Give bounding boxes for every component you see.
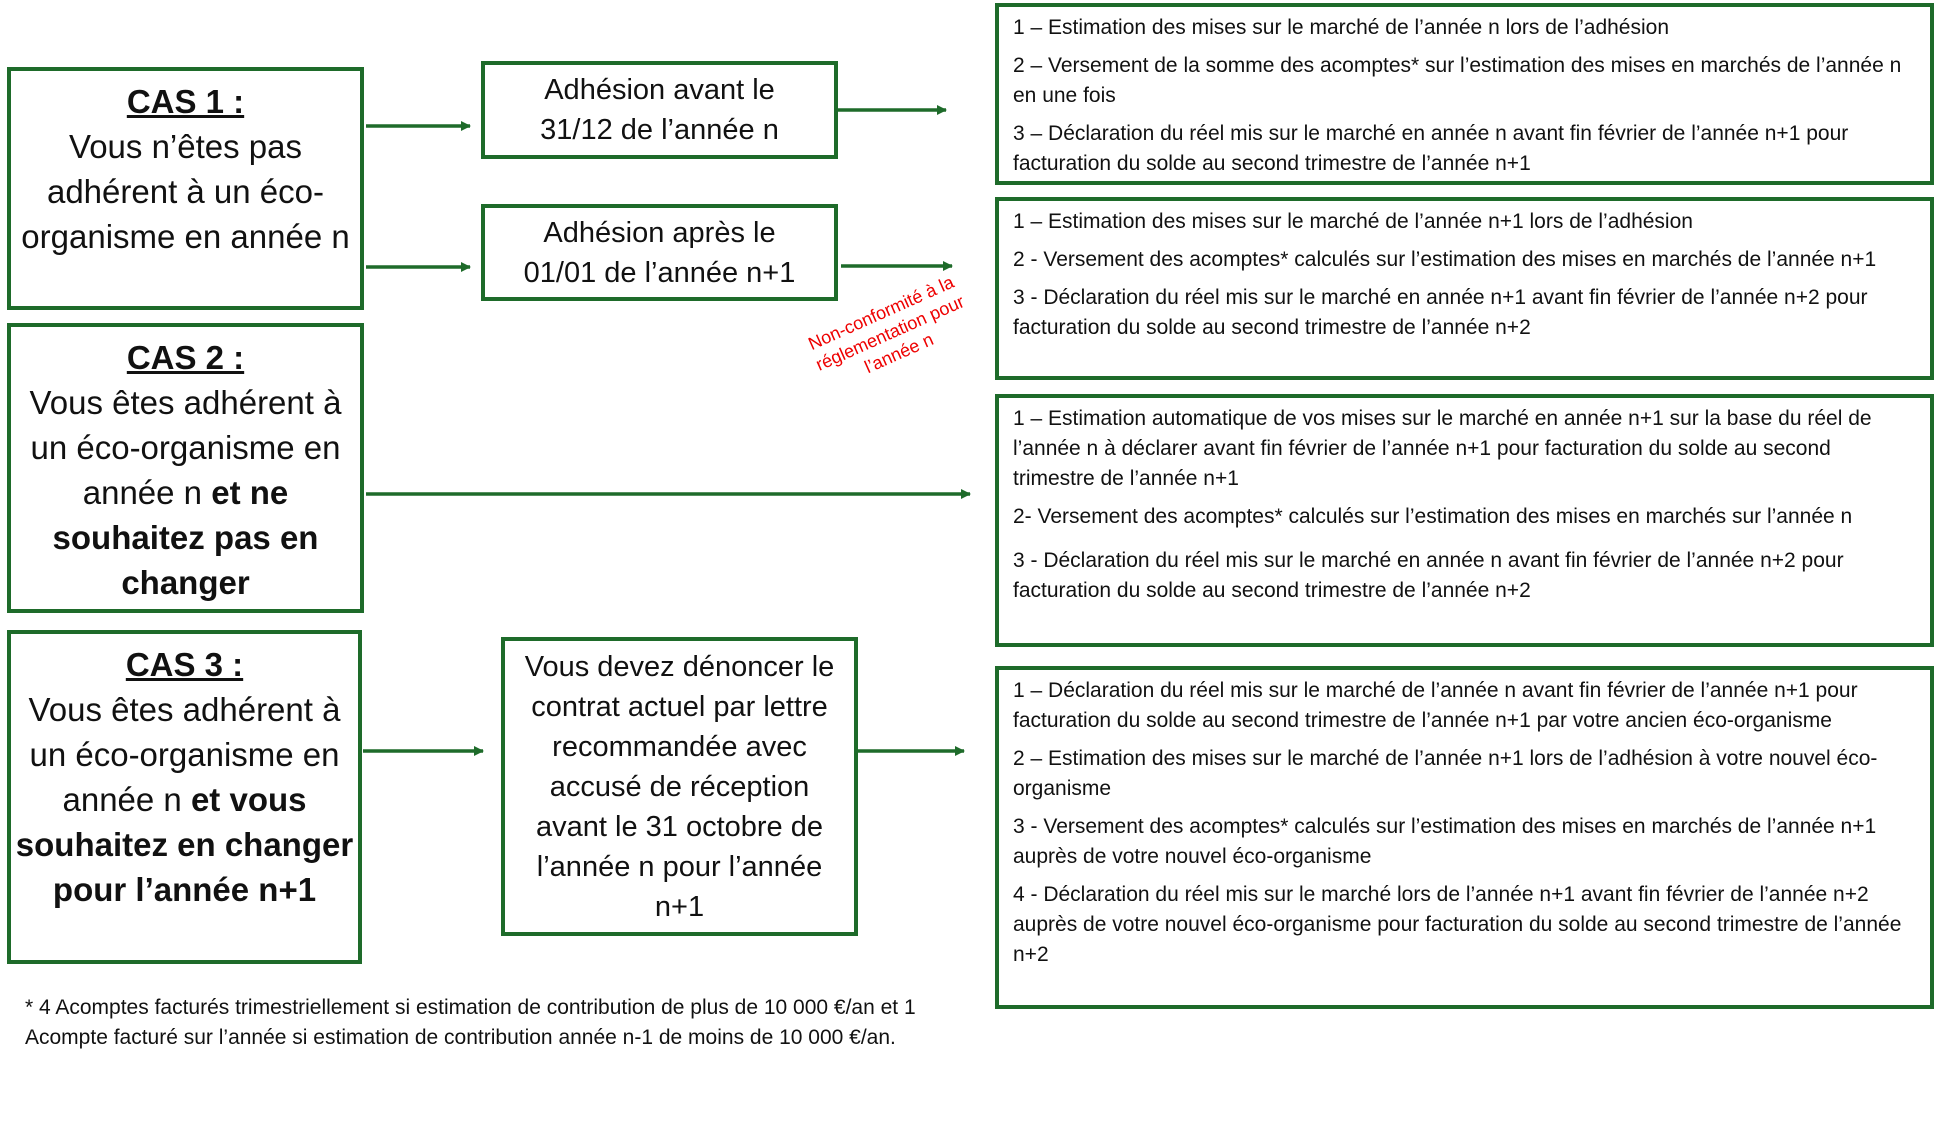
step: 1 – Estimation automatique de vos mises … bbox=[1013, 407, 1872, 490]
step: 1 – Estimation des mises sur le marché d… bbox=[1013, 16, 1670, 39]
adhesion-after-text: Adhésion après le 01/01 de l’année n+1 bbox=[523, 216, 796, 289]
case-2-text: Vous êtes adhérent à un éco-organisme en… bbox=[29, 384, 342, 511]
denounce-text: Vous devez dénoncer le contrat actuel pa… bbox=[524, 650, 835, 923]
case-3-box: CAS 3 : Vous êtes adhérent à un éco-orga… bbox=[7, 630, 362, 964]
adhesion-after-box: Adhésion après le 01/01 de l’année n+1 bbox=[481, 204, 838, 301]
case-2-bold: et ne souhaitez pas en changer bbox=[52, 474, 319, 601]
case-2-title: CAS 2 : bbox=[126, 339, 245, 376]
steps-box-2: 1 – Estimation des mises sur le marché d… bbox=[995, 197, 1934, 380]
steps-box-4: 1 – Déclaration du réel mis sur le march… bbox=[995, 666, 1934, 1009]
step: 2 - Versement des acomptes* calculés sur… bbox=[1013, 248, 1877, 271]
adhesion-before-box: Adhésion avant le 31/12 de l’année n bbox=[481, 61, 838, 159]
denounce-box: Vous devez dénoncer le contrat actuel pa… bbox=[501, 637, 858, 936]
steps-box-3: 1 – Estimation automatique de vos mises … bbox=[995, 394, 1934, 647]
step: 3 - Déclaration du réel mis sur le march… bbox=[1013, 549, 1844, 602]
step: 2 – Versement de la somme des acomptes* … bbox=[1013, 54, 1902, 107]
step: 4 - Déclaration du réel mis sur le march… bbox=[1013, 883, 1902, 966]
step: 3 – Déclaration du réel mis sur le march… bbox=[1013, 122, 1849, 175]
case-1-text: Vous n’êtes pas adhérent à un éco-organi… bbox=[21, 128, 350, 255]
step: 2- Versement des acomptes* calculés sur … bbox=[1013, 505, 1853, 528]
case-3-text: Vous êtes adhérent à un éco-organisme en… bbox=[28, 691, 341, 818]
step: 1 – Estimation des mises sur le marché d… bbox=[1013, 210, 1693, 233]
steps-box-1: 1 – Estimation des mises sur le marché d… bbox=[995, 3, 1934, 185]
case-3-bold: et vous souhaitez en changer pour l’anné… bbox=[15, 781, 354, 908]
step: 2 – Estimation des mises sur le marché d… bbox=[1013, 747, 1878, 800]
footnote: * 4 Acomptes facturés trimestriellement … bbox=[25, 996, 916, 1049]
case-1-box: CAS 1 : Vous n’êtes pas adhérent à un éc… bbox=[7, 67, 364, 310]
step: 3 - Versement des acomptes* calculés sur… bbox=[1013, 815, 1877, 868]
case-2-box: CAS 2 : Vous êtes adhérent à un éco-orga… bbox=[7, 323, 364, 613]
step: 3 - Déclaration du réel mis sur le march… bbox=[1013, 286, 1868, 339]
case-1-title: CAS 1 : bbox=[126, 83, 245, 120]
step: 1 – Déclaration du réel mis sur le march… bbox=[1013, 679, 1858, 732]
case-3-title: CAS 3 : bbox=[125, 646, 244, 683]
adhesion-before-text: Adhésion avant le 31/12 de l’année n bbox=[540, 74, 779, 146]
